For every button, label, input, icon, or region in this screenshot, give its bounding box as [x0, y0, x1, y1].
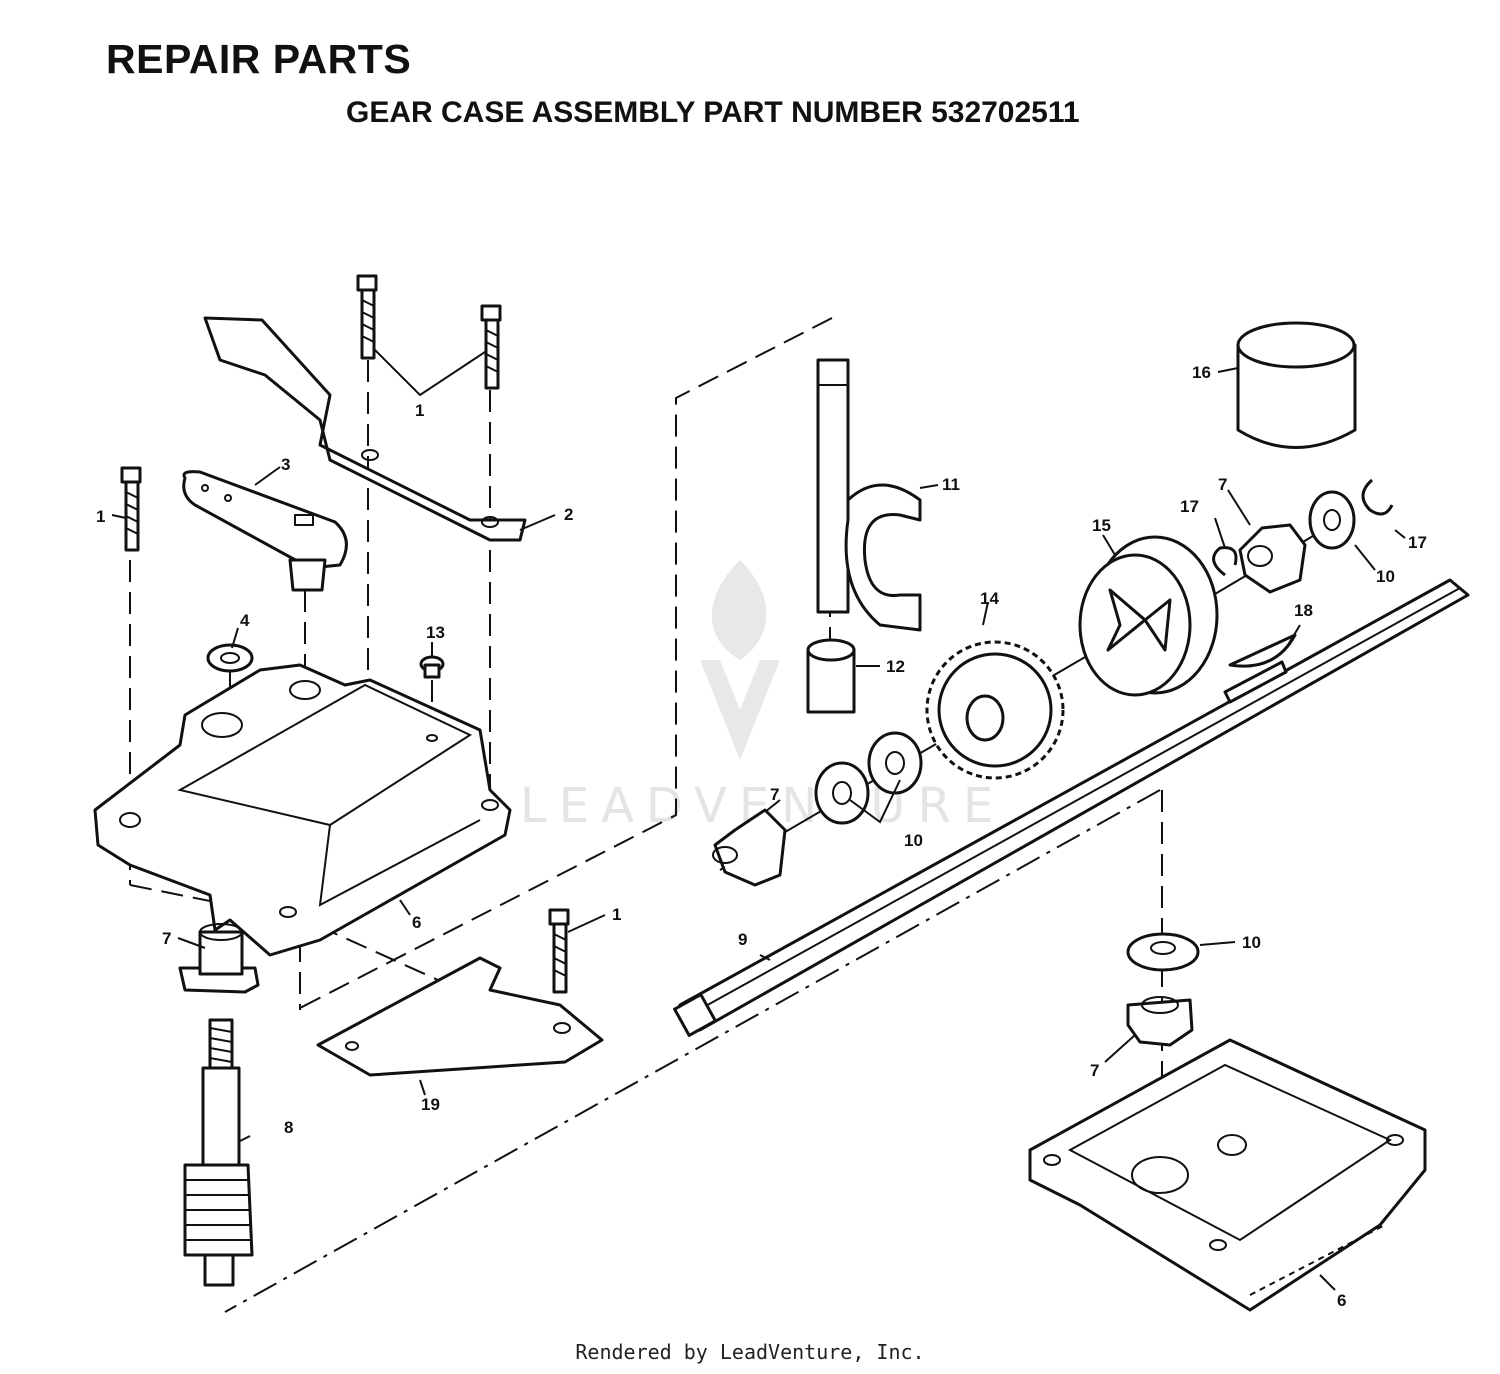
- part-10-washer-c: [1308, 490, 1356, 550]
- callout-10-middle: 10: [904, 831, 923, 850]
- callout-9: 9: [738, 930, 747, 949]
- callout-17-right: 17: [1408, 533, 1427, 552]
- callout-6-lower: 6: [1337, 1291, 1346, 1310]
- part-7-bushing-right: [1238, 523, 1307, 594]
- part-1-bolt-left: [120, 466, 142, 552]
- callout-7-left: 7: [162, 929, 171, 948]
- callout-4: 4: [240, 611, 250, 630]
- part-9-main-shaft: [673, 578, 1470, 1037]
- callout-13: 13: [426, 623, 445, 642]
- part-4-washer: [206, 643, 254, 673]
- callout-1-bottom: 1: [612, 905, 621, 924]
- part-3-lever: [182, 470, 348, 592]
- part-13-plug: [419, 655, 445, 679]
- callout-17-left: 17: [1180, 497, 1199, 516]
- callout-6-upper: 6: [412, 913, 421, 932]
- part-2-bracket: [203, 316, 527, 542]
- part-17-clip-a: [1212, 546, 1238, 577]
- callout-8: 8: [284, 1118, 293, 1137]
- part-17-clip-b: [1361, 478, 1394, 516]
- callout-14: 14: [980, 589, 999, 608]
- callout-12: 12: [886, 657, 905, 676]
- callout-16: 16: [1192, 363, 1211, 382]
- callout-7-right: 7: [1218, 475, 1227, 494]
- callout-labels: 1 1 1 2 3 4 6 6 7 7 7 7 8 9 10 10 10 11 …: [96, 363, 1427, 1310]
- part-18-key: [1228, 633, 1297, 668]
- part-11-shift-fork: [816, 358, 922, 632]
- callout-2: 2: [564, 505, 573, 524]
- callout-11: 11: [942, 475, 960, 494]
- callout-18: 18: [1294, 601, 1313, 620]
- part-7-bushing-lower-right: [1126, 996, 1194, 1047]
- part-16-cap: [1236, 321, 1357, 449]
- part-7-bushing-middle: [712, 808, 787, 887]
- part-1-bolt-bottom: [548, 908, 570, 994]
- page-title: REPAIR PARTS: [106, 36, 412, 82]
- callout-1-left: 1: [96, 507, 105, 526]
- part-1-bolt-top-right: [480, 304, 502, 390]
- assembly-subtitle: GEAR CASE ASSEMBLY PART NUMBER 532702511: [346, 96, 1080, 129]
- part-12-spacer: [806, 638, 856, 714]
- part-15-drive-cone: [1078, 535, 1219, 697]
- callout-1-top: 1: [415, 401, 424, 420]
- watermark-flame-icon: [711, 560, 767, 660]
- callout-7-lower: 7: [1090, 1061, 1099, 1080]
- part-14-gear: [925, 640, 1065, 780]
- footer-credit: Rendered by LeadVenture, Inc.: [575, 1340, 925, 1364]
- callout-10-lower: 10: [1242, 933, 1261, 952]
- part-10-washer-d: [1126, 932, 1200, 972]
- part-6-gear-case-upper: [93, 663, 512, 957]
- part-7-bushing-left: [178, 923, 260, 994]
- part-8-worm-shaft: [183, 1018, 254, 1287]
- part-1-bolt-top-left: [356, 274, 378, 360]
- watermark-v-icon: [700, 660, 780, 760]
- callout-19: 19: [421, 1095, 440, 1114]
- callout-3: 3: [281, 455, 290, 474]
- watermark: LEADVENTURE: [520, 560, 993, 834]
- part-10-washer-b: [867, 731, 923, 795]
- part-10-washer-a: [814, 761, 870, 825]
- callout-15: 15: [1092, 516, 1111, 535]
- part-19-plate: [316, 956, 604, 1077]
- part-6-gear-case-lower: [1028, 1038, 1427, 1312]
- callout-10-right: 10: [1376, 567, 1395, 586]
- leader-lines: [111, 349, 1406, 1291]
- callout-7-middle: 7: [770, 785, 779, 804]
